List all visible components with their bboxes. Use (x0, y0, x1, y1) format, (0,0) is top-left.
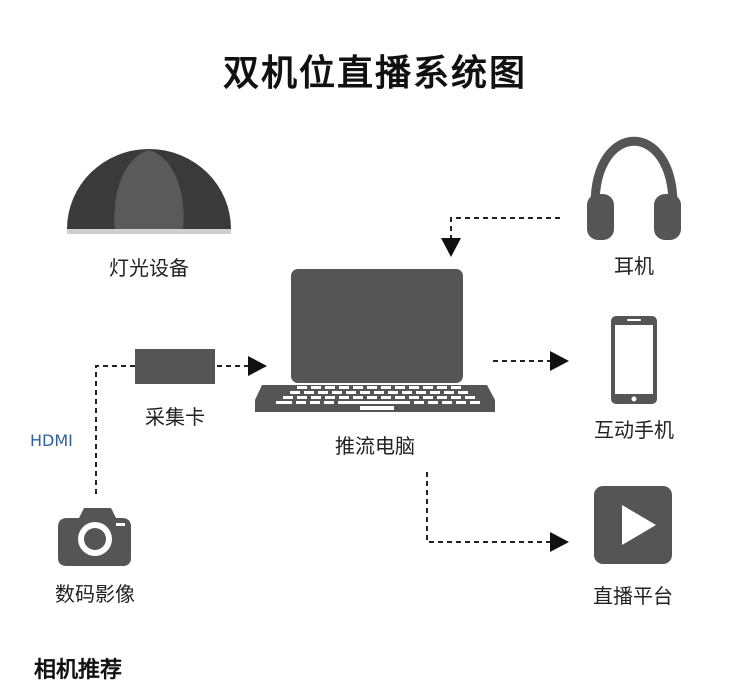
camera-icon (58, 508, 131, 566)
headphones-icon (587, 136, 681, 240)
computer-to-platform-line (426, 472, 550, 543)
arrow-to-phone (550, 351, 569, 371)
arrow-to-computer (248, 356, 267, 376)
hdmi-label: HDMI (30, 431, 73, 450)
label-headphones: 耳机 (614, 254, 654, 278)
headphones-to-computer-line (450, 217, 560, 238)
diagram-title: 双机位直播系统图 (222, 53, 527, 94)
label-computer: 推流电脑 (335, 434, 415, 458)
lighting-icon (67, 149, 231, 234)
label-capture-card: 采集卡 (145, 405, 205, 429)
label-phone: 互动手机 (594, 418, 674, 442)
laptop-icon (255, 269, 495, 412)
phone-icon (611, 316, 657, 404)
capture-card-icon (135, 349, 215, 384)
hdmi-connection-line (95, 365, 135, 494)
label-camera: 数码影像 (55, 582, 135, 606)
play-icon (594, 486, 672, 564)
label-lighting: 灯光设备 (109, 256, 189, 280)
label-platform: 直播平台 (593, 584, 673, 608)
section-title-camera-recommendation: 相机推荐 (34, 658, 123, 683)
arrow-from-headphones (441, 238, 461, 257)
arrow-to-platform (550, 532, 569, 552)
